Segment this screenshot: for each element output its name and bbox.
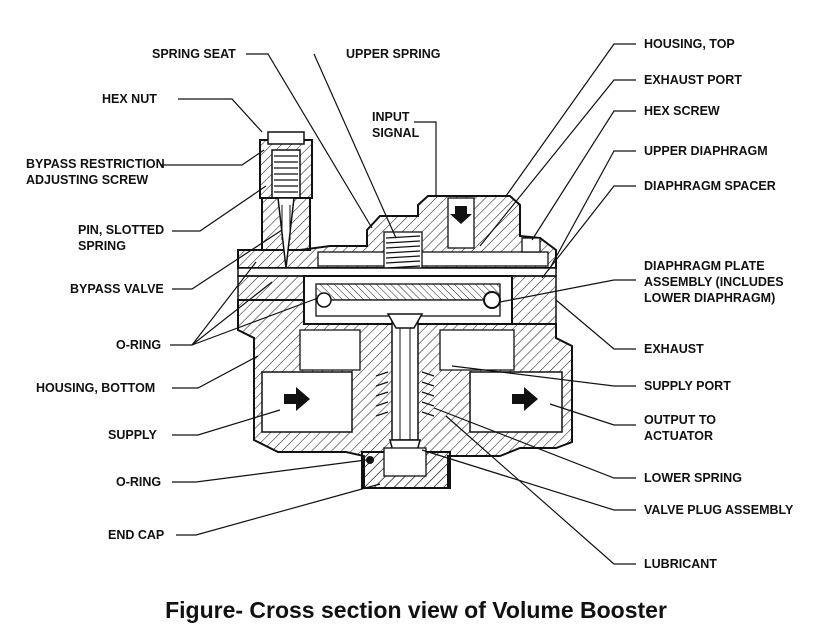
booster-cross-section [237,131,573,489]
label-diaphragm-plate-2: ASSEMBLY (INCLUDES [644,275,784,289]
label-pin-slotted-1: PIN, SLOTTED [78,223,164,237]
label-upper-diaphragm: UPPER DIAPHRAGM [644,144,768,158]
label-supply: SUPPLY [108,428,158,442]
label-bypass-restriction-1: BYPASS RESTRICTION [26,157,165,171]
label-output-1: OUTPUT TO [644,413,716,427]
label-supply-port: SUPPLY PORT [644,379,731,393]
supply-passage [261,371,353,433]
hex-screw [521,237,541,253]
label-o-ring-lower: O-RING [116,475,161,489]
o-ring-lower-mark [366,456,374,464]
label-lower-spring: LOWER SPRING [644,471,742,485]
figure-caption: Figure- Cross section view of Volume Boo… [165,597,667,623]
label-diaphragm-plate-1: DIAPHRAGM PLATE [644,259,765,273]
label-exhaust: EXHAUST [644,342,704,356]
diaphragm-band [237,267,557,277]
lower-spring [375,371,435,417]
label-spring-seat: SPRING SEAT [152,47,236,61]
label-input-signal-1: INPUT [372,110,410,124]
label-lubricant: LUBRICANT [644,557,717,571]
bypass-assembly [259,131,313,269]
label-pin-slotted-2: SPRING [78,239,126,253]
label-input-signal-2: SIGNAL [372,126,420,140]
label-diaphragm-spacer: DIAPHRAGM SPACER [644,179,776,193]
labels-left: SPRING SEAT UPPER SPRING HEX NUT INPUT S… [26,47,440,542]
label-bypass-valve: BYPASS VALVE [70,282,164,296]
label-hex-nut: HEX NUT [102,92,157,106]
label-exhaust-port: EXHAUST PORT [644,73,742,87]
o-ring-right [483,291,501,309]
label-end-cap: END CAP [108,528,164,542]
upper-spring [383,231,423,271]
label-hex-screw: HEX SCREW [644,104,720,118]
output-arrow [512,387,538,411]
input-arrow [450,206,472,224]
leader-lines [160,43,636,565]
label-valve-plug-assembly: VALVE PLUG ASSEMBLY [644,503,794,517]
labels-right: HOUSING, TOP EXHAUST PORT HEX SCREW UPPE… [644,37,794,571]
label-bypass-restriction-2: ADJUSTING SCREW [26,173,148,187]
label-upper-spring: UPPER SPRING [346,47,440,61]
label-output-2: ACTUATOR [644,429,713,443]
label-diaphragm-plate-3: LOWER DIAPHRAGM) [644,291,775,305]
valve-stem [391,319,419,441]
supply-arrow [284,387,310,411]
label-housing-top: HOUSING, TOP [644,37,735,51]
label-o-ring-left: O-RING [116,338,161,352]
label-housing-bottom: HOUSING, BOTTOM [36,381,155,395]
